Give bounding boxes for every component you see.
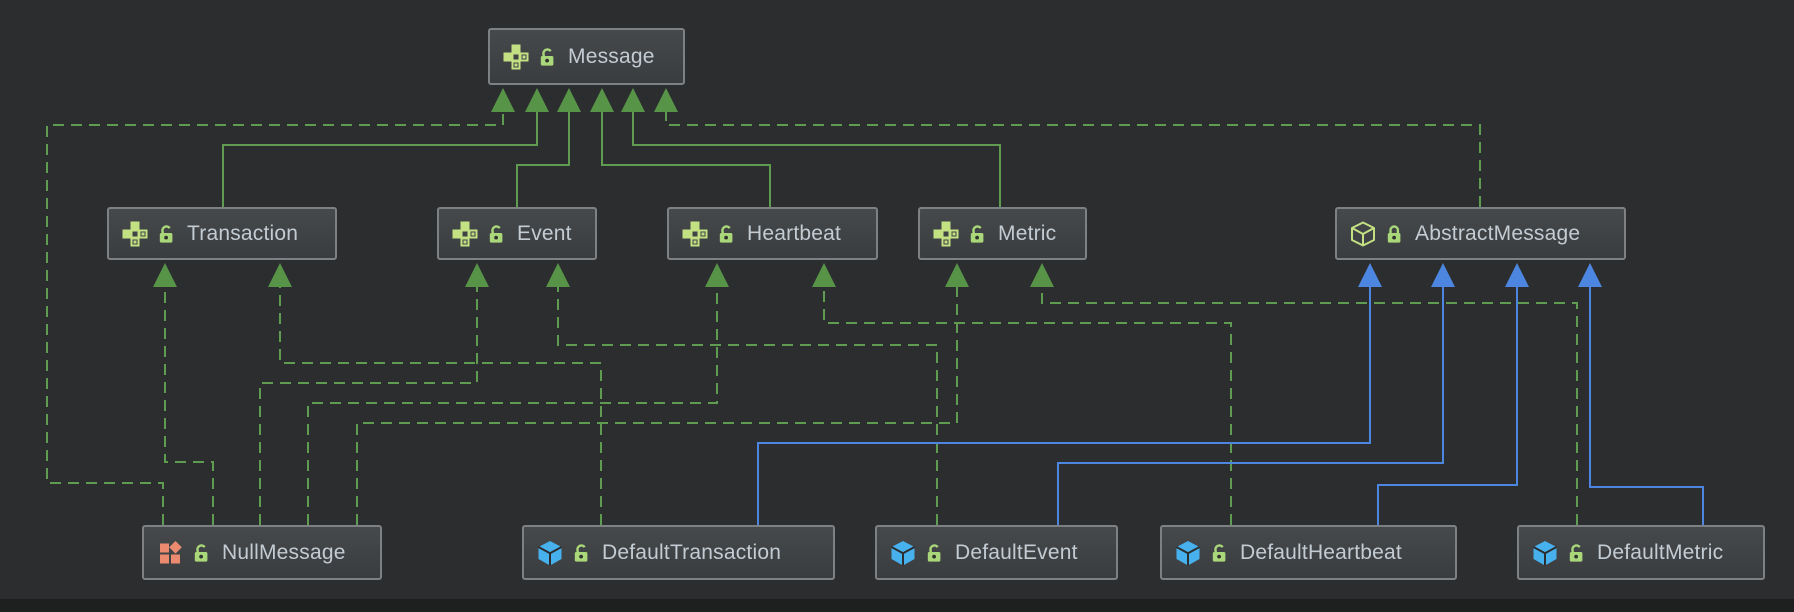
inheritance-arrowhead bbox=[525, 88, 549, 112]
class-node-message[interactable]: Message bbox=[488, 28, 685, 85]
class-node-defaultevent[interactable]: DefaultEvent bbox=[875, 525, 1118, 580]
class-node-nullmessage[interactable]: NullMessage bbox=[142, 525, 382, 580]
class-name-label: Heartbeat bbox=[747, 221, 842, 245]
class-name-label: DefaultTransaction bbox=[602, 540, 782, 564]
blue-cube-class-icon bbox=[537, 540, 563, 566]
edge-heartbeat-message-extends[interactable] bbox=[590, 88, 771, 207]
class-name-label: DefaultMetric bbox=[1597, 540, 1724, 564]
unlocked-icon bbox=[572, 543, 591, 563]
interface-icon bbox=[682, 221, 708, 247]
edge-nullmessage-heartbeat-implements[interactable] bbox=[307, 263, 729, 525]
inheritance-arrowhead bbox=[491, 88, 515, 112]
unlocked-icon bbox=[925, 543, 944, 563]
class-name-label: Metric bbox=[998, 221, 1057, 245]
class-node-heartbeat[interactable]: Heartbeat bbox=[667, 207, 878, 260]
inheritance-arrowhead bbox=[1358, 263, 1382, 287]
class-name-label: NullMessage bbox=[222, 540, 346, 564]
class-node-defaultmetric[interactable]: DefaultMetric bbox=[1517, 525, 1765, 580]
inheritance-arrowhead bbox=[705, 263, 729, 287]
inheritance-arrowhead bbox=[546, 263, 570, 287]
edge-metric-message-extends[interactable] bbox=[621, 88, 1001, 207]
blue-cube-class-icon bbox=[1175, 540, 1201, 566]
edge-defaultevent-event-implements[interactable] bbox=[546, 263, 938, 525]
inheritance-arrowhead bbox=[557, 88, 581, 112]
edge-defaultevent-abstractmessage-extends[interactable] bbox=[1057, 263, 1455, 525]
inheritance-arrowhead bbox=[621, 88, 645, 112]
inheritance-arrowhead bbox=[268, 263, 292, 287]
edge-nullmessage-transaction-implements[interactable] bbox=[153, 263, 214, 525]
inheritance-arrowhead bbox=[654, 88, 678, 112]
edge-nullmessage-event-implements[interactable] bbox=[259, 263, 489, 525]
edge-defaultmetric-metric-implements[interactable] bbox=[1030, 263, 1578, 525]
inheritance-arrowhead bbox=[1505, 263, 1529, 287]
blue-cube-class-icon bbox=[1532, 540, 1558, 566]
inheritance-arrowhead bbox=[1578, 263, 1602, 287]
class-name-label: Event bbox=[517, 221, 572, 245]
interface-icon bbox=[122, 221, 148, 247]
edge-transaction-message-extends[interactable] bbox=[222, 88, 549, 207]
inheritance-arrowhead bbox=[812, 263, 836, 287]
edge-abstractmessage-message-implements[interactable] bbox=[654, 88, 1481, 207]
interface-icon bbox=[933, 221, 959, 247]
window-bottom-edge bbox=[0, 599, 1794, 612]
class-node-transaction[interactable]: Transaction bbox=[107, 207, 337, 260]
class-name-label: DefaultHeartbeat bbox=[1240, 540, 1402, 564]
unlocked-icon bbox=[192, 543, 211, 563]
unlocked-icon bbox=[1567, 543, 1586, 563]
class-name-label: Message bbox=[568, 44, 655, 68]
class-node-metric[interactable]: Metric bbox=[918, 207, 1087, 260]
edge-defaultheartbeat-heartbeat-implements[interactable] bbox=[812, 263, 1232, 525]
unlocked-icon bbox=[1210, 543, 1229, 563]
inheritance-arrowhead bbox=[590, 88, 614, 112]
edge-nullmessage-metric-implements[interactable] bbox=[356, 263, 969, 525]
class-node-event[interactable]: Event bbox=[437, 207, 597, 260]
interface-icon bbox=[503, 44, 529, 70]
unlocked-icon bbox=[538, 47, 557, 67]
edge-defaultheartbeat-abstractmessage-extends[interactable] bbox=[1377, 263, 1529, 525]
inheritance-arrowhead bbox=[465, 263, 489, 287]
class-name-label: AbstractMessage bbox=[1415, 221, 1581, 245]
edge-defaulttransaction-abstractmessage-extends[interactable] bbox=[757, 263, 1382, 525]
blue-cube-class-icon bbox=[890, 540, 916, 566]
inheritance-arrowhead bbox=[153, 263, 177, 287]
class-node-defaulttransaction[interactable]: DefaultTransaction bbox=[522, 525, 835, 580]
unlocked-icon bbox=[157, 224, 176, 244]
inheritance-arrowhead bbox=[945, 263, 969, 287]
class-node-defaultheartbeat[interactable]: DefaultHeartbeat bbox=[1160, 525, 1457, 580]
unlocked-icon bbox=[717, 224, 736, 244]
interface-icon bbox=[452, 221, 478, 247]
unlocked-icon bbox=[487, 224, 506, 244]
inheritance-arrowhead bbox=[1431, 263, 1455, 287]
edge-nullmessage-message-implements[interactable] bbox=[46, 88, 515, 525]
edge-event-message-extends[interactable] bbox=[516, 88, 581, 207]
abstract-class-cube-icon bbox=[1350, 221, 1376, 247]
class-node-abstractmessage[interactable]: AbstractMessage bbox=[1335, 207, 1626, 260]
inheritance-arrowhead bbox=[1030, 263, 1054, 287]
orange-squares-class-icon bbox=[157, 540, 183, 566]
class-name-label: DefaultEvent bbox=[955, 540, 1078, 564]
edge-defaulttransaction-transaction-implements[interactable] bbox=[268, 263, 602, 525]
edge-defaultmetric-abstractmessage-extends[interactable] bbox=[1578, 263, 1704, 525]
class-name-label: Transaction bbox=[187, 221, 299, 245]
locked-icon bbox=[1385, 224, 1404, 244]
unlocked-icon bbox=[968, 224, 987, 244]
